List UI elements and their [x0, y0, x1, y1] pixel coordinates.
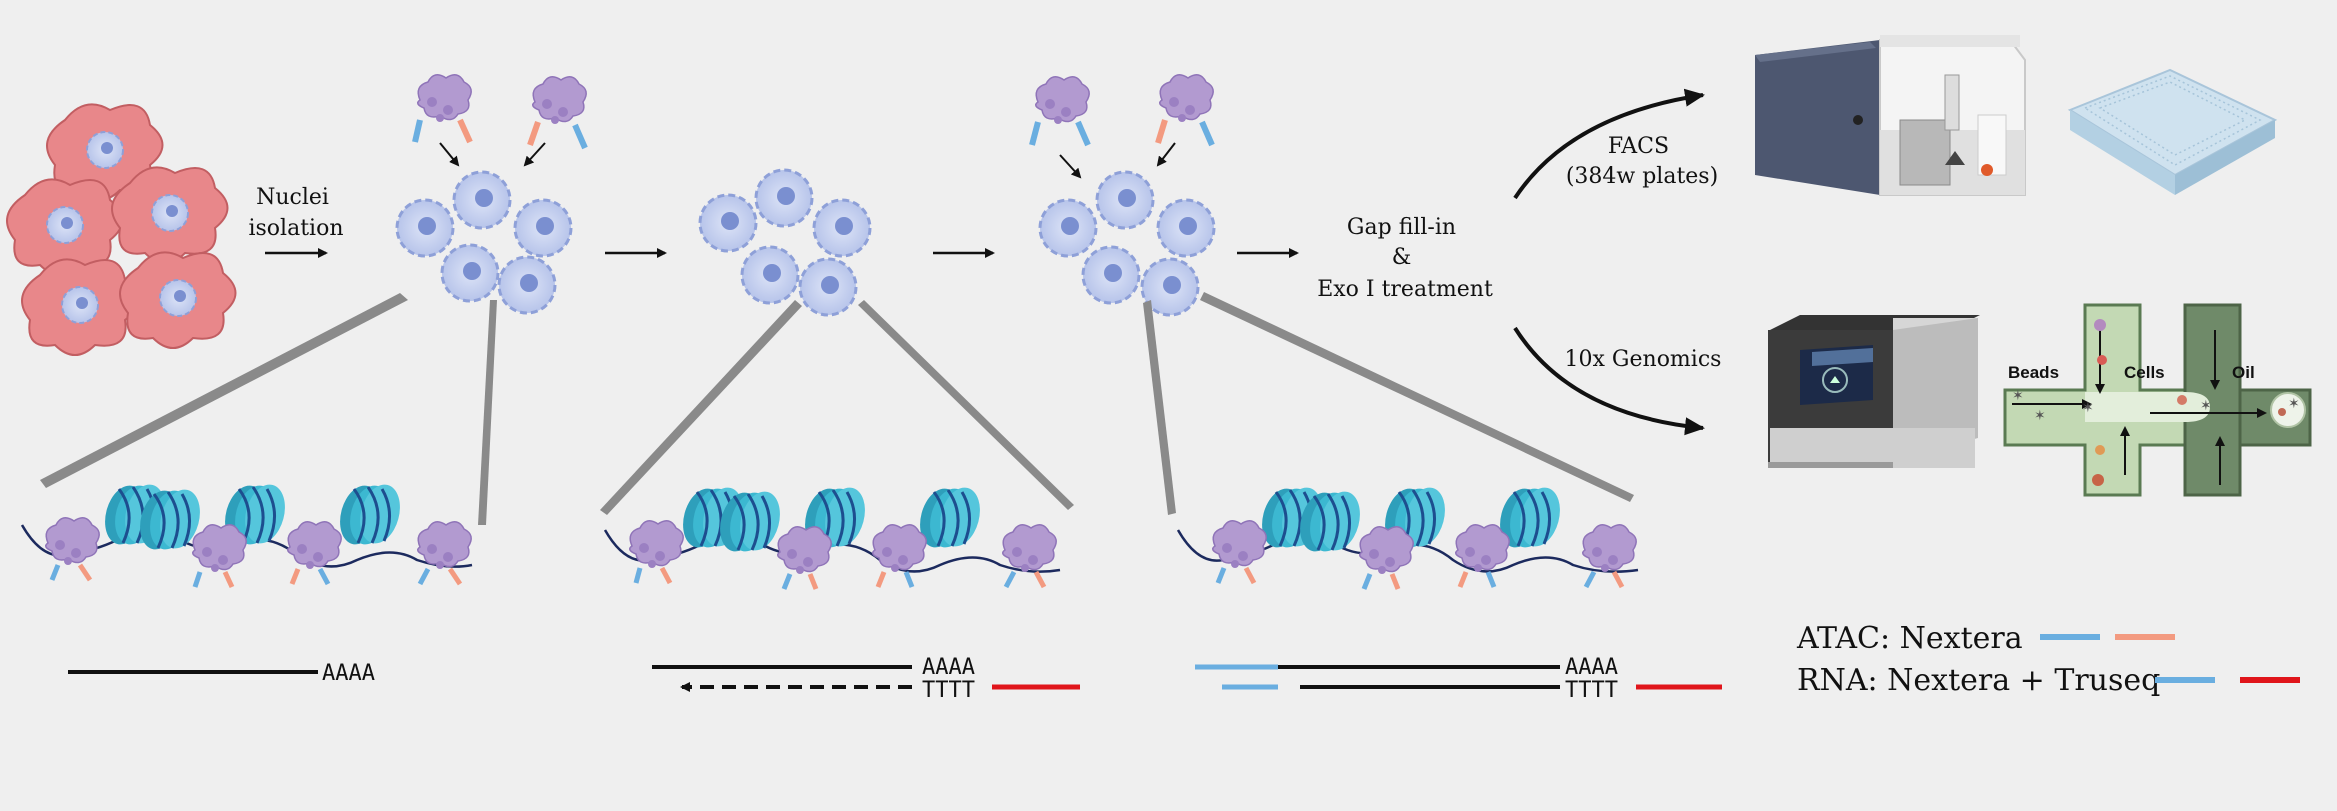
svg-text:✶: ✶	[2012, 389, 2024, 404]
polyA-label: AAAA	[1565, 655, 1618, 680]
cells-label: Cells	[2124, 363, 2165, 382]
chromium-instrument-icon	[1768, 315, 1980, 468]
zoom-line	[1143, 300, 1176, 515]
microfluidic-chip-icon: ✶ ✶ ✶ ✶ ✶	[2003, 303, 2312, 497]
zoom-line	[858, 300, 1074, 510]
oil-label: Oil	[2232, 363, 2255, 382]
zoom-line	[1200, 292, 1634, 502]
tenx-label: 10x Genomics	[1565, 347, 1722, 372]
svg-text:✶: ✶	[2082, 401, 2094, 416]
arrow-to-facs	[1513, 88, 1705, 200]
svg-text:✶: ✶	[2288, 397, 2300, 412]
zoom-line	[478, 300, 497, 525]
beads-label: Beads	[2008, 363, 2059, 382]
tn5-icon	[412, 74, 588, 167]
legend: ATAC: Nextera RNA: Nextera + Truseq	[1796, 621, 2300, 698]
well-plate-icon	[2067, 68, 2278, 195]
legend-rna-label: RNA: Nextera + Truseq	[1797, 663, 2160, 698]
gap-fill-label: Gap fill-in & Exo I treatment	[1317, 215, 1493, 302]
zoom-line	[600, 300, 802, 515]
nuclei-isolation-label: Nuclei isolation	[248, 185, 343, 241]
arrow-to-10x	[1513, 326, 1705, 436]
legend-atac-label: ATAC: Nextera	[1796, 621, 2023, 656]
tn5-icon	[1029, 74, 1215, 179]
svg-text:✶: ✶	[2200, 399, 2212, 414]
nuclei-group-2	[698, 168, 872, 317]
nuclei-group-3	[1038, 170, 1216, 317]
chromatin-2	[603, 481, 1061, 590]
svg-text:✶: ✶	[2034, 409, 2046, 424]
facs-label: FACS (384w plates)	[1566, 134, 1718, 189]
nuclei-group-1	[395, 170, 573, 315]
chromatin-1	[20, 478, 473, 589]
chromatin-3	[1176, 481, 1639, 590]
polyA-label: AAAA	[922, 655, 975, 680]
facs-machine-icon	[1755, 35, 2026, 196]
polyT-label: TTTT	[1565, 678, 1618, 703]
cells-group	[6, 103, 237, 356]
zoom-line	[40, 293, 408, 488]
polyA-label: AAAA	[322, 661, 375, 686]
polyT-label: TTTT	[922, 678, 975, 703]
